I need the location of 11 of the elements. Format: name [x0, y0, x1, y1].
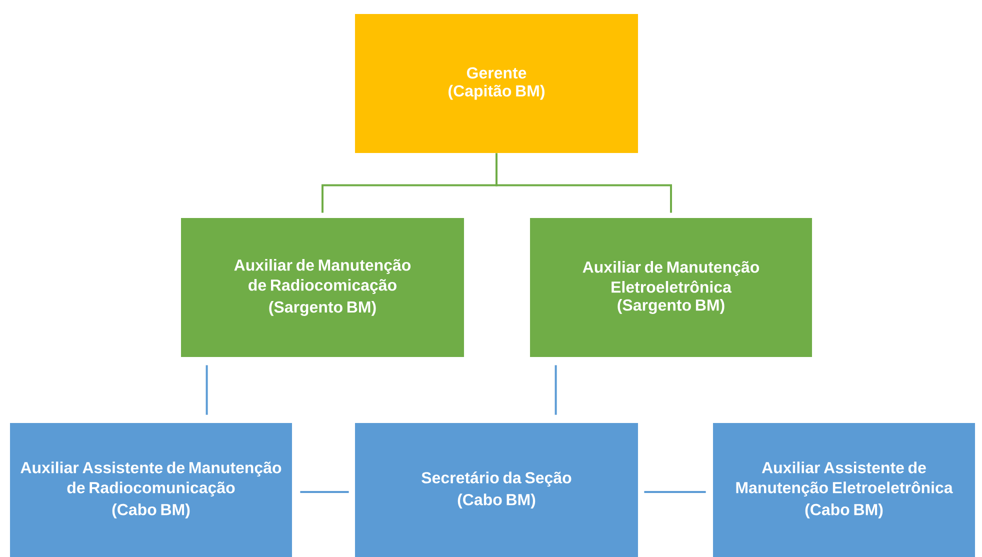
- role-box: Auxiliar Assistente de Manutenção de Radiocomunicação (Cabo BM): [10, 423, 292, 557]
- manager-box: Gerente (Capitão BM): [355, 14, 638, 153]
- connector-line: [496, 153, 672, 213]
- role-box: Auxiliar de Manutenção de Radiocomicação (Sargento BM): [181, 218, 464, 357]
- role-box: Auxiliar de Manutenção Eletroeletrônica (Sargento BM): [530, 218, 812, 357]
- connector-line: [554, 365, 557, 415]
- connector-line: [300, 491, 349, 493]
- role-box: Auxiliar Assistente de Manutenção Eletroeletrônica (Cabo BM): [713, 423, 976, 557]
- connector-line: [206, 365, 208, 415]
- connector-line: [644, 491, 706, 493]
- role-box: Secretário da Seção (Cabo BM): [355, 423, 638, 557]
